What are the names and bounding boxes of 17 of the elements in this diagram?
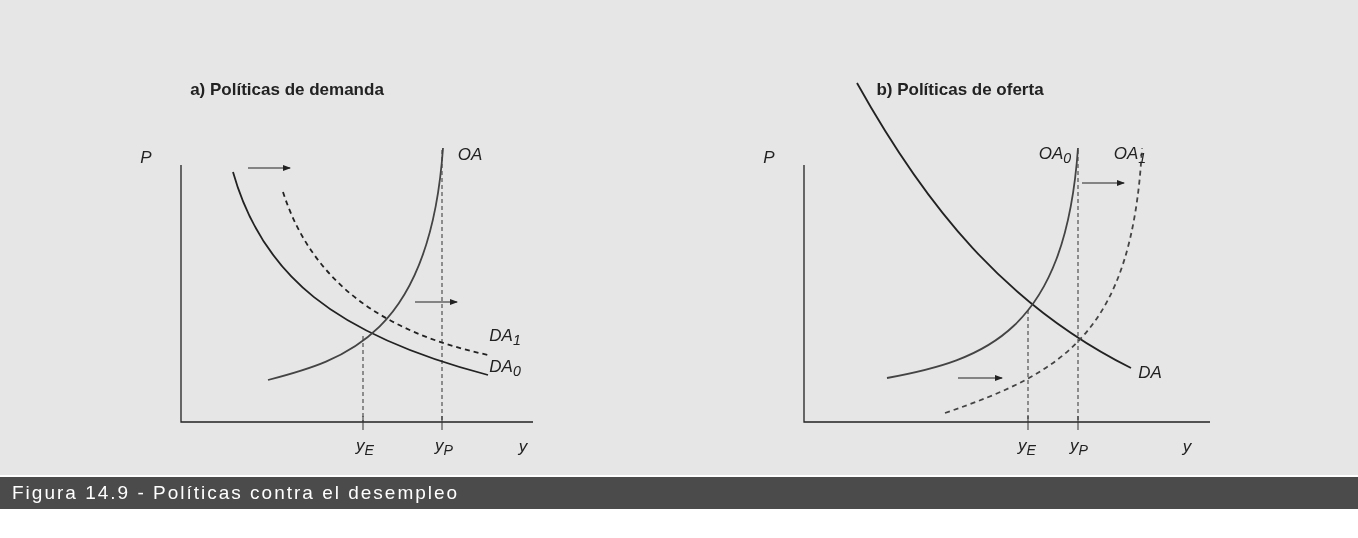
- curve-label: DA: [1138, 363, 1162, 383]
- axis-label: y$_{P}$: [435, 435, 453, 459]
- axis-label: y$_{P}$: [1070, 435, 1088, 459]
- axis-label: y$_{E}$: [356, 435, 374, 459]
- panel-title: a) Políticas de demanda: [190, 80, 384, 100]
- curve-label: OA$_{1}$: [1113, 143, 1147, 167]
- axis-label: P: [140, 148, 152, 168]
- axis-label: y: [1182, 437, 1192, 457]
- curve-label: DA$_{0}$: [489, 356, 521, 380]
- panel-title: b) Políticas de oferta: [876, 80, 1044, 100]
- figure-caption: Figura 14.9 - Políticas contra el desempleo: [0, 477, 1358, 509]
- curve-label: DA$_{1}$: [489, 325, 521, 349]
- curve-label: OA: [457, 145, 483, 165]
- axis-label: y$_{E}$: [1018, 435, 1036, 459]
- axis-label: P: [763, 148, 775, 168]
- axis-label: y: [518, 437, 528, 457]
- curve-label: OA$_{0}$: [1038, 143, 1072, 167]
